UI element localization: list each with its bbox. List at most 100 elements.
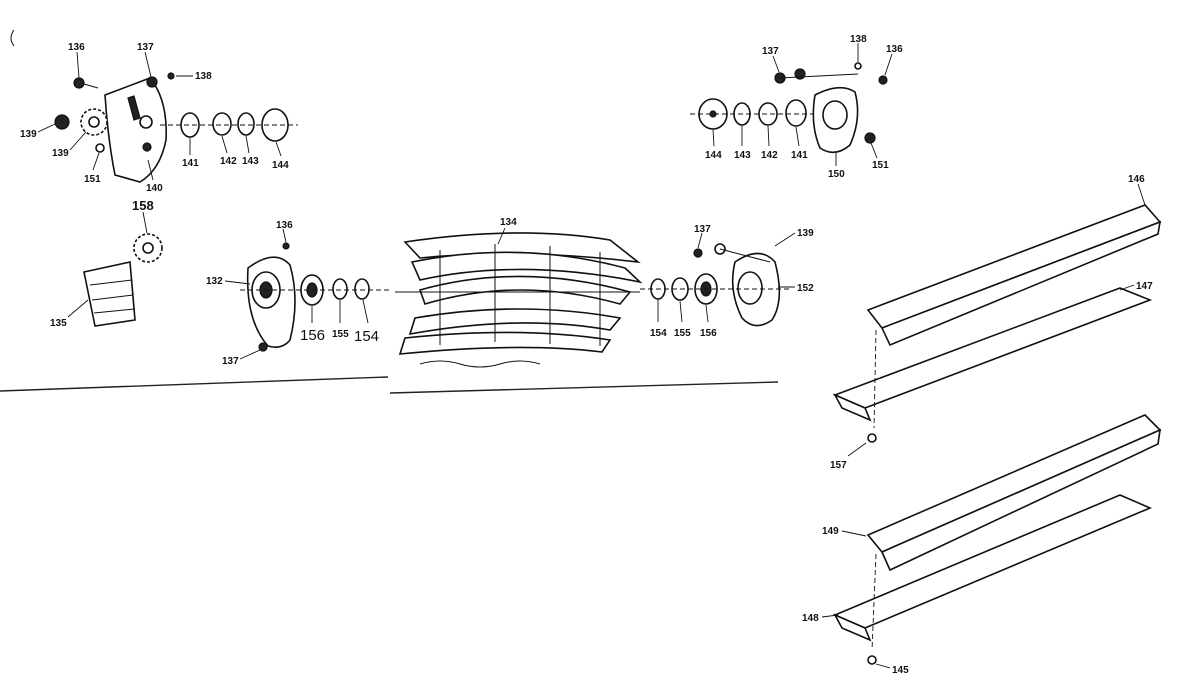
label-154-mid-right: 154: [650, 328, 667, 339]
label-139-nut: 139: [20, 129, 37, 140]
label-156-mid-right: 156: [700, 328, 717, 339]
label-158: 158: [132, 198, 154, 213]
side-plate-slot: [127, 95, 141, 121]
bar-146-flange: [880, 220, 1162, 347]
nut-151-right: [864, 132, 876, 144]
bar-149-flange: [880, 428, 1161, 572]
leader-139b: [69, 131, 87, 151]
drop-line-lower: [871, 553, 877, 651]
leader-151a: [92, 152, 100, 171]
reel-134: [395, 227, 643, 368]
label-132: 132: [206, 276, 223, 287]
label-147: 147: [1136, 281, 1153, 292]
label-146-top: 146: [1128, 174, 1145, 185]
leader-136c: [282, 228, 287, 243]
label-149: 149: [822, 526, 839, 537]
pin-136-right: [854, 62, 862, 70]
side-plate-140: [104, 77, 167, 183]
bearing-142: [212, 112, 232, 136]
screw-136-shank: [83, 83, 99, 89]
label-134: 134: [500, 217, 517, 228]
label-140: 140: [146, 183, 163, 194]
corner-mark: [10, 29, 15, 47]
leader-147: [1119, 284, 1135, 291]
leader-154a: [362, 299, 369, 324]
label-151-top-left: 151: [84, 174, 101, 185]
side-plate-hole: [139, 115, 153, 129]
leader-158: [142, 211, 148, 234]
drop-line-upper: [873, 329, 877, 429]
leader-141b: [795, 126, 800, 147]
leader-146a: [1137, 183, 1146, 206]
label-136-top-right: 136: [886, 44, 903, 55]
gear-139-hub: [88, 116, 100, 128]
label-142-top-right: 142: [761, 150, 778, 161]
label-136-top-left: 136: [68, 42, 85, 53]
divider-left: [0, 376, 389, 392]
leader-151b: [870, 142, 878, 159]
label-143-top-right: 143: [734, 150, 751, 161]
side-plate-150-hub: [822, 100, 848, 130]
bar-149-top: [866, 414, 1162, 553]
reel-blade-lower: [408, 308, 622, 336]
top-left-assembly: [37, 51, 298, 183]
reel-blade-bottom: [398, 331, 612, 355]
label-142-top-left: 142: [220, 156, 237, 167]
label-150: 150: [828, 169, 845, 180]
label-138-top-right: 138: [850, 34, 867, 45]
reel-hub-135-fin2: [91, 294, 134, 301]
label-138-top-left: 138: [195, 71, 212, 82]
stud-151: [95, 143, 105, 153]
leader-155b: [679, 300, 683, 323]
label-137-top-left: 137: [137, 42, 154, 53]
screw-136-mid: [282, 242, 290, 250]
leader-139a: [37, 123, 56, 133]
label-148: 148: [802, 613, 819, 624]
label-141-top-right: 141: [791, 150, 808, 161]
leader-148: [821, 614, 839, 618]
leader-139c: [774, 232, 796, 247]
leader-142a: [221, 135, 228, 154]
bed-bar-assembly-lower: [821, 414, 1162, 669]
bed-bar-assembly-upper: [832, 183, 1162, 457]
reel-hub-135: [83, 261, 136, 327]
leader-132: [224, 280, 251, 285]
label-139-mid-right: 139: [797, 228, 814, 239]
leader-157: [847, 442, 867, 457]
side-plate-hub: [142, 142, 152, 152]
leader-137a: [144, 51, 152, 78]
label-143-top-left: 143: [242, 156, 259, 167]
leader-142b: [767, 125, 770, 147]
reel-hub-135-fin1: [89, 279, 133, 286]
label-154-mid-left: 154: [354, 328, 379, 345]
label-135: 135: [50, 318, 67, 329]
screw-136-right: [878, 75, 888, 85]
reel-blade-middle: [418, 275, 632, 305]
label-137-mid-right: 137: [694, 224, 711, 235]
part-labels: 136 137 138 139 139 151 140 141 142 143 …: [20, 34, 1153, 676]
screw-157: [867, 433, 877, 443]
reel-ground-wave: [419, 360, 541, 368]
label-155-mid-right: 155: [674, 328, 691, 339]
bolt-137: [146, 76, 158, 88]
label-141-top-left: 141: [182, 158, 199, 169]
label-137-mid: 137: [222, 356, 239, 367]
leader-134: [497, 227, 506, 245]
label-137-top-right: 137: [762, 46, 779, 57]
reel-blade-upper: [410, 251, 643, 284]
leader-135: [67, 299, 89, 318]
leader-136b: [884, 53, 893, 76]
label-152: 152: [797, 283, 814, 294]
leader-144b: [712, 129, 715, 147]
leader-137b: [772, 55, 780, 73]
leader-145: [875, 663, 891, 669]
label-136-mid: 136: [276, 220, 293, 231]
label-151-top-right: 151: [872, 160, 889, 171]
leader-156b: [705, 304, 709, 323]
label-156-mid-left: 156: [300, 327, 325, 344]
bracket-line-mid-right: [719, 248, 771, 263]
bushing-141-right: [785, 99, 807, 127]
leader-137c: [239, 349, 261, 360]
middle-left-parts: [67, 211, 163, 327]
